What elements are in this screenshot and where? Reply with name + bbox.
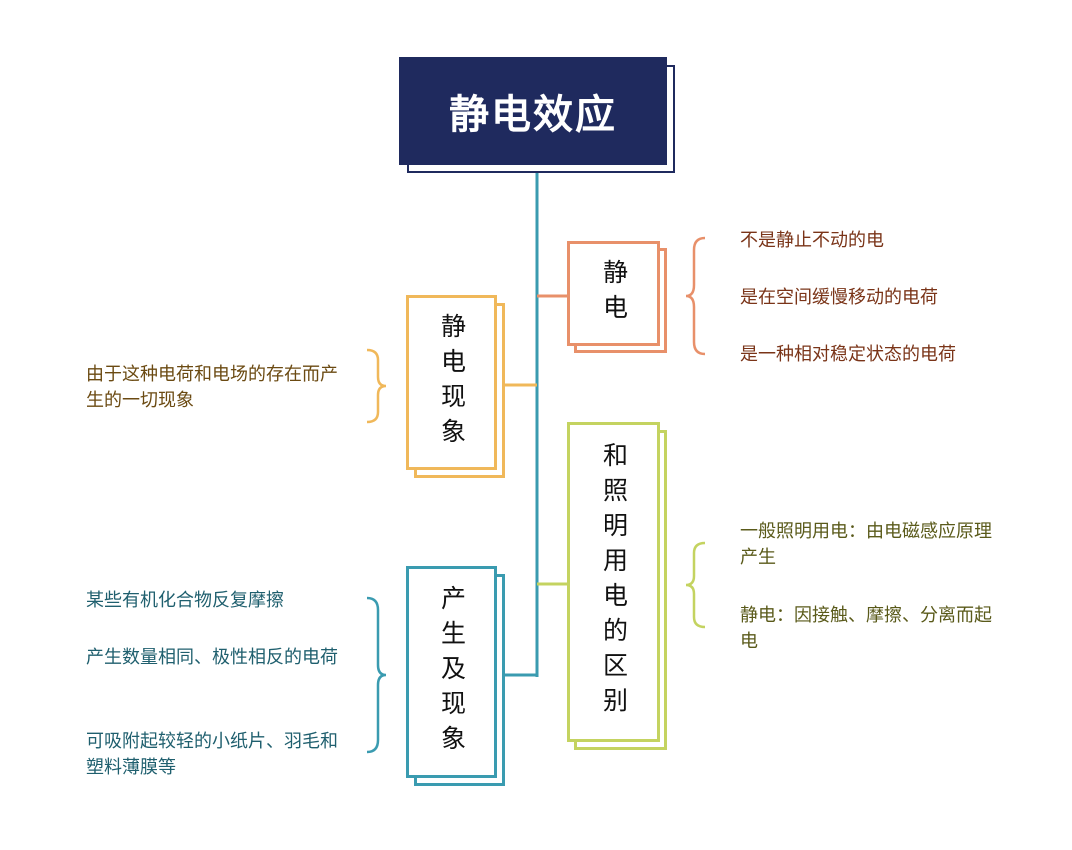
node-label: 静电现象 (437, 312, 467, 453)
node-label: 和照明用电的区别 (599, 442, 629, 722)
brace-static (685, 236, 706, 356)
node-generation[interactable]: 产生及现象 (406, 566, 497, 778)
brace-difference (685, 541, 706, 629)
leaf-static-3: 是一种相对稳定状态的电荷 (740, 344, 956, 365)
node-static[interactable]: 静电 (567, 241, 660, 346)
leaf-difference-2: 静电：因接触、摩擦、分离而起电 (740, 605, 992, 652)
central-topic[interactable]: 静电效应 (399, 57, 667, 165)
leaf-phenomenon-1: 由于这种电荷和电场的存在而产生的一切现象 (86, 364, 338, 411)
node-phenomenon[interactable]: 静电现象 (406, 295, 497, 470)
leaf-static-1: 不是静止不动的电 (740, 230, 884, 251)
leaf-difference-1: 一般照明用电：由电磁感应原理产生 (740, 521, 992, 568)
leaf-generation-2: 产生数量相同、极性相反的电荷 (86, 647, 338, 668)
node-difference[interactable]: 和照明用电的区别 (567, 422, 660, 742)
leaf-generation-1: 某些有机化合物反复摩擦 (86, 590, 284, 611)
node-label: 静电 (599, 258, 629, 329)
node-label: 产生及现象 (437, 584, 467, 760)
brace-generation (366, 596, 387, 754)
brace-phenomenon (366, 348, 387, 424)
leaf-generation-3: 可吸附起较轻的小纸片、羽毛和塑料薄膜等 (86, 731, 338, 778)
leaf-static-2: 是在空间缓慢移动的电荷 (740, 287, 938, 308)
